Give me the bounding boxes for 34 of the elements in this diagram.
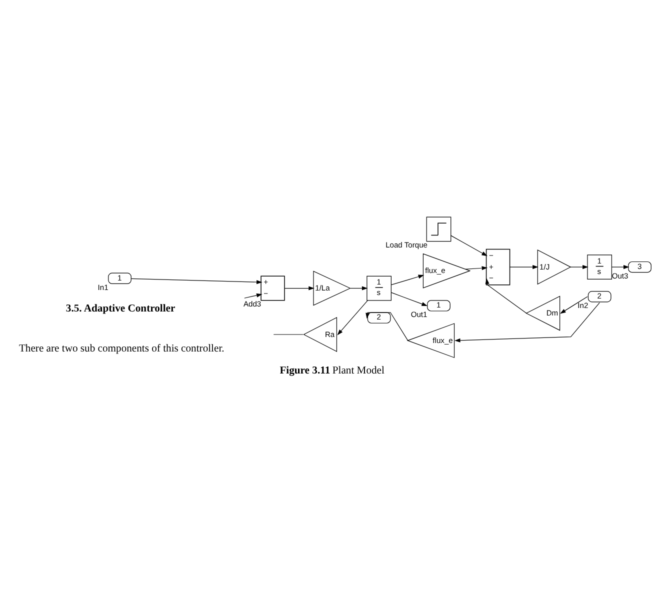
node-label: In1 [98, 282, 108, 292]
arrow [244, 292, 262, 298]
arrow [510, 264, 538, 269]
node-box: + − [260, 275, 285, 300]
arrow [454, 302, 600, 342]
arrow [391, 274, 424, 285]
arrow [570, 264, 588, 269]
node-box: 1 s [587, 254, 612, 279]
arrow [450, 234, 488, 256]
label: 3.5. Adaptive Controller [66, 303, 176, 314]
label: There are two sub components of this controller. [18, 343, 224, 354]
arrow [391, 292, 428, 306]
node-label: Out3 [612, 270, 628, 280]
arrow [465, 266, 488, 270]
node-label: Load Torque [386, 240, 428, 249]
node-label: Add3 [243, 298, 262, 308]
node-box: 1 [427, 300, 450, 311]
arrow [366, 312, 408, 340]
arrow [485, 278, 527, 314]
arrow [131, 278, 262, 284]
arrow [560, 296, 588, 314]
node-box: 3 [628, 260, 652, 272]
arrow [350, 286, 368, 290]
node-box: 2 [367, 312, 391, 323]
node-box: 1 [108, 272, 132, 284]
node-label: In2 [578, 300, 588, 310]
node-box [426, 216, 452, 242]
arrow [284, 286, 314, 290]
node-box: 1 s [366, 275, 392, 300]
node-box: 2 [588, 290, 612, 302]
arrow [337, 300, 368, 335]
node-label: Out1 [410, 310, 428, 319]
arrow [611, 264, 630, 269]
caption: Figure 3.11 Plant Model [280, 364, 384, 376]
